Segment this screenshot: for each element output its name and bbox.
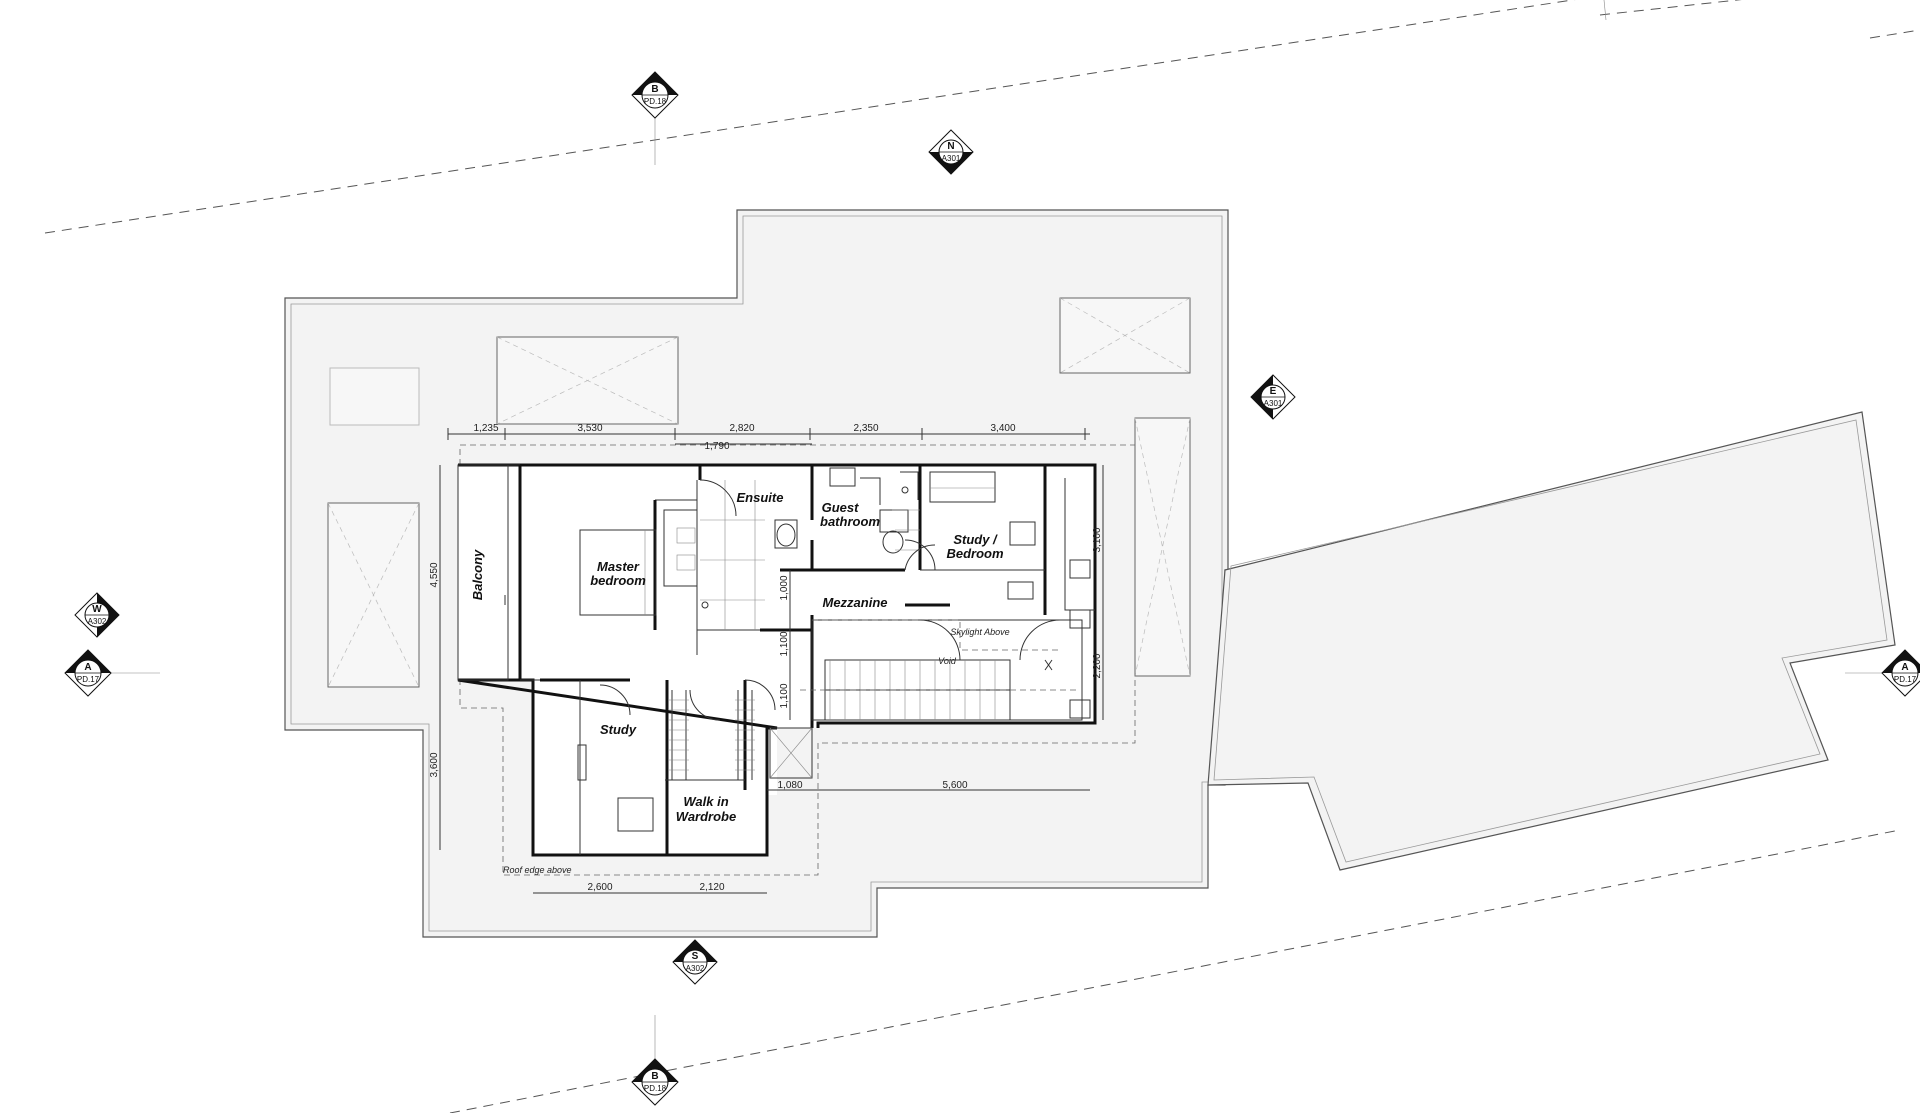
dim-bottom-2: 2,120 [699, 882, 724, 893]
marker-e-letter: E [1270, 386, 1277, 397]
roof-outline-inner [290, 215, 1223, 932]
elevation-marker-e: E A301 [1250, 374, 1296, 420]
balcony-area: Balcony [457, 464, 520, 681]
roof-outline-wing [1207, 411, 1896, 871]
walk-in-label-line1: Walk in [683, 794, 728, 809]
guest-bathroom-fixtures [829, 467, 936, 571]
dim-top-second: 1,790 [704, 441, 729, 452]
elevation-marker-n: N A301 [928, 129, 974, 175]
marker-a-left-letter: A [84, 662, 91, 673]
dim-bottom-right-2: 5,600 [942, 780, 967, 791]
dim-top-1: 1,235 [473, 423, 498, 434]
marker-b-bottom-letter: B [651, 1071, 658, 1082]
roof-edge-dashed [459, 444, 1136, 876]
dim-bottom-1: 2,600 [587, 882, 612, 893]
site-boundary-lines [44, 0, 1920, 1113]
marker-s-ref: A302 [686, 964, 705, 973]
marker-n-letter: N [947, 141, 954, 152]
marker-a-right-letter: A [1901, 662, 1908, 673]
study-bedroom-label-line2: Bedroom [946, 546, 1004, 561]
roof-outline-wing-inner [1213, 419, 1888, 863]
section-marker-b-bottom: B PD.18 [631, 1058, 679, 1106]
roof-skylights [327, 297, 1191, 688]
dim-right-lower: 2,200 [1092, 653, 1103, 678]
master-bed [579, 529, 657, 616]
elevation-marker-w: W A302 [74, 592, 120, 638]
stair-void [800, 559, 1091, 721]
dimension-lines [439, 428, 1104, 894]
marker-e-ref: A301 [1264, 399, 1283, 408]
guest-bathroom-label-line2: bathroom [820, 514, 880, 529]
dim-left-upper: 4,550 [429, 562, 440, 587]
marker-b-top-ref: PD.18 [644, 97, 667, 106]
walk-in-label-line2: Wardrobe [676, 809, 736, 824]
master-bedroom-label-line1: Master [597, 559, 640, 574]
wardrobe-rails [669, 679, 813, 780]
marker-b-bottom-ref: PD.18 [644, 1084, 667, 1093]
guest-bathroom-label-line1: Guest [822, 500, 860, 515]
dim-stair-1: 1,000 [779, 575, 790, 600]
marker-w-ref: A302 [88, 617, 107, 626]
ensuite-fixtures [663, 479, 798, 630]
study-label: Study [600, 722, 637, 737]
roof-edge-label: Roof edge above [503, 865, 572, 875]
section-marker-b-top: B PD.18 [631, 71, 679, 119]
marker-w-letter: W [92, 604, 102, 615]
dim-left-lower: 3,600 [429, 752, 440, 777]
marker-n-ref: A301 [942, 154, 961, 163]
dim-top-4: 2,350 [853, 423, 878, 434]
marker-a-right-ref: PD.17 [1894, 675, 1917, 684]
study-furniture [577, 684, 654, 832]
marker-a-left-ref: PD.17 [77, 675, 100, 684]
dim-top-2: 3,530 [577, 423, 602, 434]
study-bedroom-label-line1: Study / [953, 532, 998, 547]
marker-b-top-letter: B [651, 84, 658, 95]
skylight-above-label: Skylight Above [950, 627, 1009, 637]
dim-right-upper: 3,100 [1092, 527, 1103, 552]
marker-s-letter: S [692, 951, 699, 962]
elevation-marker-s: S A302 [672, 939, 718, 985]
study-bedroom-furniture [904, 471, 1036, 600]
mezzanine-label: Mezzanine [822, 595, 887, 610]
dim-top-5: 3,400 [990, 423, 1015, 434]
dim-stair-3: 1,100 [779, 683, 790, 708]
ensuite-label: Ensuite [737, 490, 784, 505]
void-label: Void [938, 656, 957, 666]
floor-plate [458, 465, 1095, 855]
dimension-labels: 1,235 3,530 2,820 2,350 3,400 1,790 4,55… [429, 423, 1103, 893]
master-bedroom-label-line2: bedroom [590, 573, 646, 588]
section-marker-a-left: A PD.17 [64, 649, 112, 697]
dim-stair-2: 1,100 [779, 631, 790, 656]
section-marker-a-right: A PD.17 [1881, 649, 1920, 697]
room-labels: Master bedroom Ensuite Guest bathroom St… [503, 490, 1010, 875]
dim-top-3: 2,820 [729, 423, 754, 434]
dim-bottom-right-1: 1,080 [777, 780, 802, 791]
balcony-label: Balcony [470, 549, 485, 600]
